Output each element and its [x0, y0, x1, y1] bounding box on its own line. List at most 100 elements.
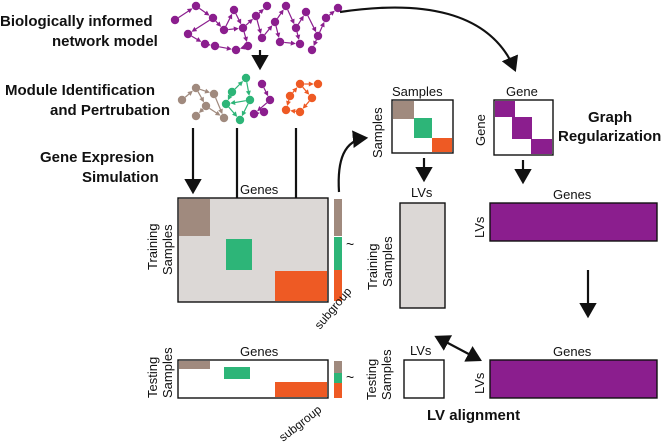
network-node: [238, 23, 248, 33]
testing-subgroup-label: subgroup: [276, 402, 324, 444]
network-node: [281, 1, 291, 11]
network-node: [313, 31, 323, 41]
training-lv-label-1: Training: [365, 244, 380, 290]
network-node: [191, 111, 201, 121]
double-arrow-icon: [434, 335, 482, 362]
samples-top-label: Samples: [392, 84, 443, 99]
network-edge-arrowhead: [258, 8, 264, 15]
training-tilde-icon: ~: [346, 236, 354, 252]
network-edge-arrowhead: [214, 110, 221, 116]
gene-expression-title-line1: Gene Expresion: [40, 149, 154, 166]
network-node: [251, 11, 261, 21]
network-edge-arrowhead: [319, 21, 325, 28]
network-node: [281, 105, 291, 115]
network-edge-arrowhead: [290, 108, 296, 114]
training-label-2: Samples: [160, 224, 175, 275]
bottom-genes-label: Genes: [553, 344, 592, 359]
network-node: [201, 101, 211, 111]
network-edge-arrowhead: [329, 10, 335, 16]
network-node: [191, 83, 201, 93]
network-edge-arrowhead: [247, 18, 253, 25]
network-node: [243, 41, 253, 51]
network-node: [249, 109, 259, 119]
network-to-gene-graph-arrow: [339, 6, 519, 73]
graph-reg-label-2: Regularization: [558, 128, 661, 145]
testing-subgroup-orange: [334, 383, 342, 398]
testing-tilde-icon: ~: [346, 369, 354, 385]
network-edge-arrowhead: [263, 90, 269, 97]
network-node: [183, 29, 193, 39]
network-node: [262, 1, 272, 11]
network-node: [275, 37, 285, 47]
network-edge-arrowhead: [245, 90, 251, 96]
training-subgroup-brown: [334, 199, 342, 236]
samples-side-label: Samples: [370, 107, 385, 158]
network-edge-arrowhead: [313, 40, 318, 47]
testing-subgroup-green: [334, 373, 342, 383]
network-edge-arrowhead: [295, 34, 301, 40]
network-node: [265, 95, 275, 105]
network-node: [291, 23, 301, 33]
network-node: [295, 107, 305, 117]
network-node: [295, 79, 305, 89]
gene-block-2: [512, 117, 532, 139]
testing-lv-matrix: [403, 359, 445, 399]
network-node: [229, 5, 239, 15]
network-edge-arrowhead: [302, 103, 308, 109]
subgroup-to-samples-arrow: [337, 130, 369, 193]
network-edge-arrowhead: [278, 9, 284, 15]
training-lv-matrix: [399, 202, 446, 309]
testing-lv-label-1: Testing: [364, 359, 379, 400]
network-edge-arrowhead: [233, 26, 239, 32]
testing-label-2: Samples: [160, 347, 175, 398]
training-label-1: Training: [145, 224, 160, 270]
gene-top-label: Gene: [506, 84, 538, 99]
graph-reg-label-1: Graph: [588, 109, 632, 126]
network-edge-arrowhead: [267, 25, 273, 31]
network-edge-arrowhead: [308, 81, 314, 87]
bottom-lv-matrix: [489, 359, 658, 399]
network-edge-arrowhead: [236, 18, 242, 25]
gene-block-1: [495, 101, 515, 117]
testing-block-green: [224, 367, 250, 379]
network-node: [177, 95, 187, 105]
lv-side-label: LVs: [472, 216, 487, 238]
network-node: [208, 13, 218, 23]
testing-subgroup-brown: [334, 361, 342, 373]
network-node: [170, 15, 180, 25]
network-node: [301, 7, 311, 17]
network-node: [259, 107, 269, 117]
network-edge-arrowhead: [243, 36, 248, 42]
bottom-lv-side-label: LVs: [472, 372, 487, 394]
gene-side-label: Gene: [473, 114, 488, 146]
network-edge-arrowhead: [187, 90, 193, 96]
network-node: [257, 79, 267, 89]
network-edge: [192, 19, 210, 32]
network-node: [231, 45, 241, 55]
training-block-brown: [179, 199, 210, 236]
network-node: [307, 45, 317, 55]
network-edge-arrowhead: [275, 32, 281, 38]
samples-block-orange: [432, 138, 452, 152]
network-node: [257, 33, 267, 43]
network-edge-arrowhead: [289, 18, 295, 25]
network-node: [219, 113, 229, 123]
testing-block-brown: [179, 361, 210, 369]
testing-genes-label: Genes: [240, 344, 279, 359]
training-block-orange: [275, 271, 327, 301]
samples-block-brown: [393, 101, 414, 119]
network-title-line1: Biologically informed: [0, 13, 153, 30]
testing-lvs-label: LVs: [410, 343, 432, 358]
network-node: [221, 99, 231, 109]
network-node: [321, 13, 331, 23]
network-edge-arrowhead: [232, 111, 238, 117]
network-edge-arrowhead: [186, 8, 193, 14]
network-node: [307, 93, 317, 103]
network-edge-arrowhead: [215, 21, 222, 27]
network-node: [285, 91, 295, 101]
training-lv-label-2: Samples: [380, 236, 395, 287]
network-edge-arrowhead: [241, 110, 247, 117]
network-node: [235, 115, 245, 125]
network-edge-arrowhead: [199, 96, 204, 103]
